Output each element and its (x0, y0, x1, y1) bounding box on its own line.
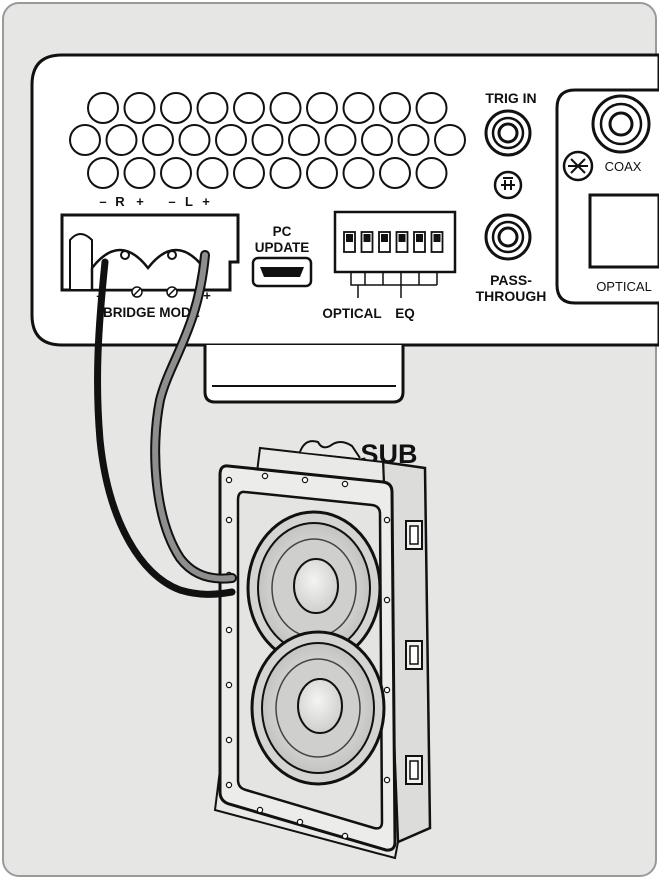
vent-hole (215, 124, 247, 156)
vent-hole (178, 124, 211, 156)
mounting-clamp (405, 520, 423, 550)
vent-hole (142, 124, 174, 156)
terminal-label-r-negative: – (99, 194, 106, 209)
vent-hole (269, 92, 302, 124)
terminal-screw (131, 286, 143, 298)
black-wire (94, 258, 236, 598)
vent-hole (415, 157, 448, 189)
vent-hole (160, 157, 192, 189)
flange-hole (261, 472, 269, 480)
optical-port (588, 193, 659, 269)
module-screw (562, 150, 594, 182)
vent-hole (123, 157, 156, 189)
pc-update-port (251, 256, 313, 288)
vent-hole (69, 124, 101, 156)
flange-hole (341, 832, 349, 840)
flange-hole (383, 516, 391, 524)
vent-hole (306, 92, 338, 124)
coax-label: COAX (605, 159, 642, 174)
coax-jack (591, 94, 651, 154)
flange-hole (225, 516, 233, 524)
vent-hole (87, 157, 119, 189)
pass-through-label-line2: THROUGH (476, 288, 547, 304)
flange-hole (301, 476, 309, 484)
trig-in-jack (484, 109, 532, 157)
terminal-label-r-positive: + (136, 194, 144, 209)
vent-hole (233, 92, 265, 124)
pc-update-label-line2: UPDATE (255, 240, 310, 255)
vent-hole (324, 124, 357, 156)
trig-in-label: TRIG IN (485, 90, 536, 106)
flange-hole (256, 806, 264, 814)
flange-hole (225, 681, 233, 689)
vent-hole (361, 124, 393, 156)
vent-hole (196, 157, 229, 189)
flange-hole (225, 781, 233, 789)
terminal-label-l: L (185, 194, 193, 209)
vent-hole (379, 92, 411, 124)
flange-hole (225, 626, 233, 634)
speaker-terminal-block (60, 213, 240, 298)
panel-screw (493, 170, 523, 200)
pass-through-jack (484, 213, 532, 261)
ventilation-grille (69, 92, 466, 189)
flange-hole (296, 818, 304, 826)
vent-hole (415, 92, 448, 124)
flange-hole (383, 596, 391, 604)
terminal-label-l-negative: – (168, 194, 175, 209)
bridge-label-positive: + (203, 288, 211, 303)
mounting-clamp (405, 755, 423, 785)
vent-hole (269, 157, 302, 189)
terminal-screw-hole (167, 250, 177, 260)
vent-hole (342, 157, 375, 189)
dip-optical-label: OPTICAL (322, 306, 381, 321)
dip-eq-label: EQ (395, 306, 415, 321)
pass-through-label-line1: PASS- (490, 272, 532, 288)
vent-hole (160, 92, 192, 124)
vent-hole (306, 157, 338, 189)
dip-switch-bank (333, 210, 457, 298)
vent-hole (87, 92, 119, 124)
terminal-label-l-positive: + (202, 194, 210, 209)
flange-hole (383, 776, 391, 784)
in-wall-subwoofer (213, 440, 432, 860)
vent-hole (123, 92, 156, 124)
flange-hole (225, 476, 233, 484)
flange-hole (225, 736, 233, 744)
terminal-screw-hole (120, 250, 130, 260)
terminal-label-r: R (115, 194, 125, 209)
vent-hole (105, 124, 138, 156)
speaker-wires (94, 250, 237, 598)
flange-hole (341, 480, 349, 488)
vent-hole (233, 157, 265, 189)
flange-hole (383, 686, 391, 694)
vent-hole (379, 157, 411, 189)
lower-woofer (250, 630, 386, 786)
vent-hole (288, 124, 320, 156)
bridge-mode-label: BRIDGE MODE (103, 305, 200, 320)
vent-hole (397, 124, 430, 156)
terminal-screw (166, 286, 178, 298)
vent-hole (342, 92, 375, 124)
vent-hole (251, 124, 284, 156)
vent-hole (196, 92, 229, 124)
vent-hole (434, 124, 466, 156)
pc-update-label-line1: PC (273, 224, 292, 239)
mounting-clamp (405, 640, 423, 670)
optical-label: OPTICAL (596, 279, 652, 294)
